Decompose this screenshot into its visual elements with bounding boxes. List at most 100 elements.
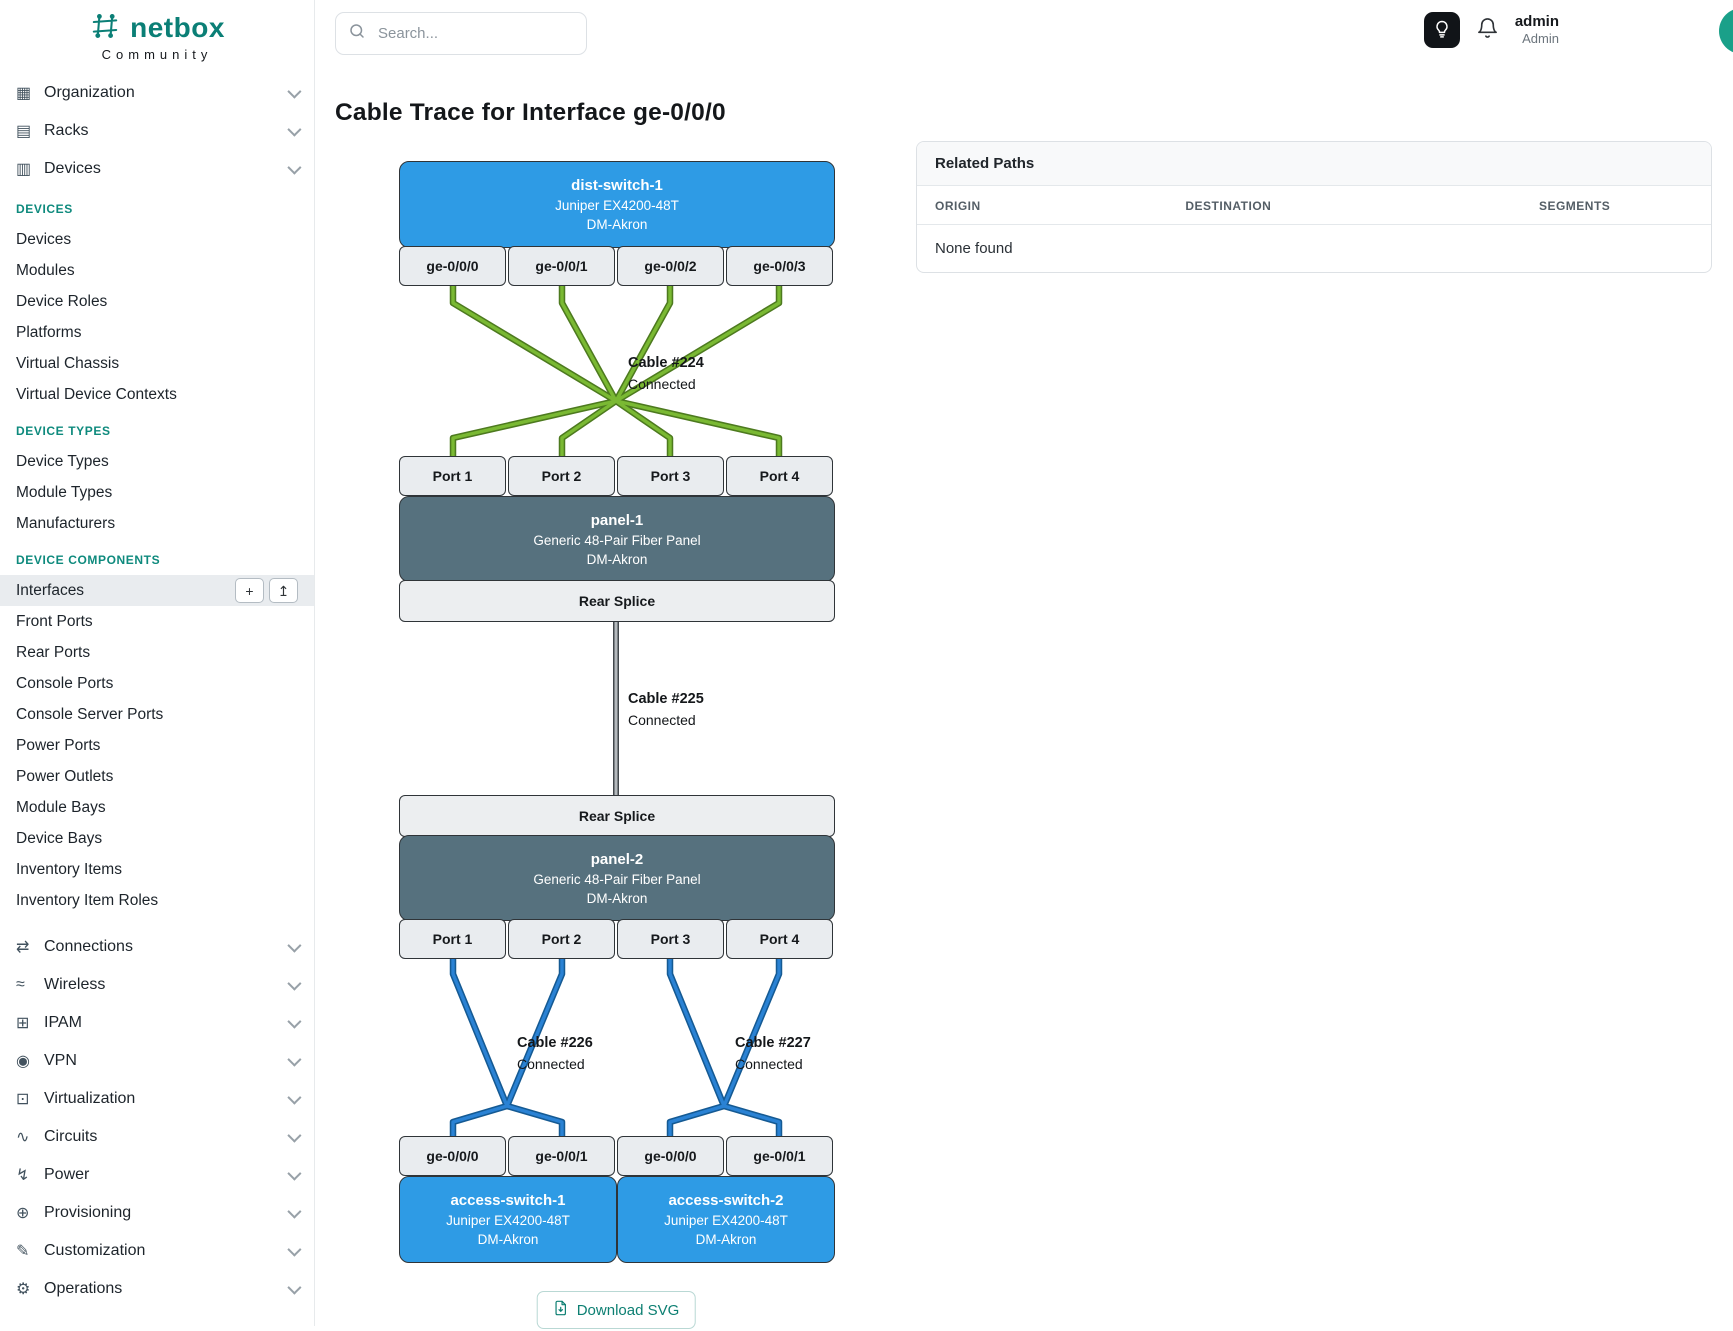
sidebar-item-power-ports[interactable]: Power Ports	[16, 736, 101, 754]
sidebar-group-virtualization[interactable]: ⊡ Virtualization	[0, 1080, 314, 1118]
front-port-box[interactable]: Port 4	[726, 456, 833, 496]
search-input[interactable]	[376, 24, 574, 43]
sidebar-group-connections[interactable]: ⇄ Connections	[0, 928, 314, 966]
related-paths-header-row: ORIGIN DESTINATION SEGMENTS	[917, 186, 1711, 225]
device-node-access-switch-2[interactable]: access-switch-2 Juniper EX4200-48T DM-Ak…	[617, 1176, 835, 1263]
sidebar-group-circuits[interactable]: ∿ Circuits	[0, 1118, 314, 1156]
sidebar-group-ipam[interactable]: ⊞ IPAM	[0, 1004, 314, 1042]
sidebar-group-label: Organization	[44, 84, 135, 101]
device-model: Generic 48-Pair Fiber Panel	[533, 532, 701, 548]
chevron-down-icon	[287, 938, 302, 953]
notifications-button[interactable]	[1476, 17, 1499, 43]
avatar[interactable]	[1719, 8, 1733, 54]
sidebar-group-label: VPN	[44, 1052, 77, 1069]
circuits-icon: ∿	[16, 1129, 30, 1146]
sidebar-item-virtual-device-contexts[interactable]: Virtual Device Contexts	[16, 385, 177, 403]
sidebar-item-module-bays[interactable]: Module Bays	[16, 798, 106, 816]
sidebar-group-racks[interactable]: ▤ Racks	[0, 112, 314, 150]
front-port-box[interactable]: Port 3	[617, 456, 724, 496]
sidebar-group-operations[interactable]: ⚙ Operations	[0, 1270, 314, 1308]
topbar: admin Admin	[315, 0, 1733, 65]
interface-box[interactable]: ge-0/0/0	[399, 1136, 506, 1176]
dark-mode-toggle-button[interactable]	[1423, 12, 1460, 48]
panel-2-rear-splice[interactable]: Rear Splice	[399, 795, 835, 837]
plus-icon: +	[245, 582, 254, 599]
search-box[interactable]	[335, 12, 587, 55]
sidebar-item-inventory-items[interactable]: Inventory Items	[16, 860, 122, 878]
sidebar-group-label: Racks	[44, 122, 89, 139]
device-node-panel-2[interactable]: panel-2 Generic 48-Pair Fiber Panel DM-A…	[399, 835, 835, 921]
column-header-destination: DESTINATION	[1185, 199, 1272, 213]
sidebar-item-inventory-item-roles[interactable]: Inventory Item Roles	[16, 891, 159, 909]
wireless-icon: ≈	[16, 976, 25, 993]
device-node-dist-switch-1[interactable]: dist-switch-1 Juniper EX4200-48T DM-Akro…	[399, 161, 835, 248]
chevron-down-icon	[287, 976, 302, 991]
power-icon: ↯	[16, 1167, 30, 1184]
front-port-box[interactable]: Port 1	[399, 919, 506, 959]
sidebar-item-power-outlets[interactable]: Power Outlets	[16, 767, 114, 785]
device-model: Juniper EX4200-48T	[446, 1213, 570, 1228]
sidebar-item-interfaces[interactable]: Interfaces + ↥	[0, 575, 314, 606]
sidebar: netbox Community ▦ Organization ▤ Racks …	[0, 0, 315, 1326]
download-svg-button[interactable]: Download SVG	[536, 1291, 696, 1329]
sidebar-item-modules[interactable]: Modules	[16, 261, 75, 279]
interface-box[interactable]: ge-0/0/1	[508, 1136, 615, 1176]
provisioning-icon: ⊕	[16, 1205, 30, 1222]
sidebar-item-console-ports[interactable]: Console Ports	[16, 674, 114, 692]
sidebar-group-customization[interactable]: ✎ Customization	[0, 1232, 314, 1270]
column-header-origin: ORIGIN	[935, 199, 981, 213]
interface-box[interactable]: ge-0/0/1	[508, 246, 615, 286]
search-icon	[348, 22, 366, 45]
sidebar-group-provisioning[interactable]: ⊕ Provisioning	[0, 1194, 314, 1232]
cable-status: Connected	[628, 376, 696, 392]
sidebar-item-device-types[interactable]: Device Types	[16, 452, 109, 470]
netbox-logo[interactable]: netbox Community	[0, 10, 314, 62]
cable-paths-svg	[449, 286, 783, 1136]
lightbulb-icon	[1432, 19, 1452, 42]
sidebar-group-vpn[interactable]: ◉ VPN	[0, 1042, 314, 1080]
sidebar-item-front-ports[interactable]: Front Ports	[16, 612, 93, 630]
sidebar-item-rear-ports[interactable]: Rear Ports	[16, 643, 91, 661]
device-node-access-switch-1[interactable]: access-switch-1 Juniper EX4200-48T DM-Ak…	[399, 1176, 617, 1263]
front-port-box[interactable]: Port 3	[617, 919, 724, 959]
sidebar-item-platforms[interactable]: Platforms	[16, 323, 82, 341]
sidebar-item-device-roles[interactable]: Device Roles	[16, 292, 108, 310]
page-title: Cable Trace for Interface ge-0/0/0	[335, 99, 726, 126]
user-menu[interactable]: admin Admin	[1515, 13, 1559, 48]
devices-icon: ▥	[16, 161, 32, 178]
front-port-box[interactable]: Port 2	[508, 919, 615, 959]
cable-226-label[interactable]: Cable #226 Connected	[517, 1033, 593, 1075]
front-port-box[interactable]: Port 1	[399, 456, 506, 496]
dist-switch-interfaces: ge-0/0/0 ge-0/0/1 ge-0/0/2 ge-0/0/3	[399, 246, 833, 286]
device-node-panel-1[interactable]: panel-1 Generic 48-Pair Fiber Panel DM-A…	[399, 496, 835, 582]
interface-box[interactable]: ge-0/0/3	[726, 246, 833, 286]
sidebar-group-organization[interactable]: ▦ Organization	[0, 74, 314, 112]
sidebar-item-manufacturers[interactable]: Manufacturers	[16, 514, 116, 532]
cable-227-label[interactable]: Cable #227 Connected	[735, 1033, 811, 1075]
cable-224-label[interactable]: Cable #224 Connected	[628, 353, 704, 395]
front-port-box[interactable]: Port 4	[726, 919, 833, 959]
interface-box[interactable]: ge-0/0/2	[617, 246, 724, 286]
sidebar-item-module-types[interactable]: Module Types	[16, 483, 113, 501]
sidebar-item-device-bays[interactable]: Device Bays	[16, 829, 103, 847]
cable-225-label[interactable]: Cable #225 Connected	[628, 689, 704, 731]
sidebar-item-devices[interactable]: Devices	[16, 230, 72, 248]
sidebar-item-console-server-ports[interactable]: Console Server Ports	[16, 705, 164, 723]
add-interface-button[interactable]: +	[235, 578, 264, 603]
cable-name: Cable #224	[628, 355, 704, 371]
sidebar-group-devices[interactable]: ▥ Devices	[0, 150, 314, 188]
sidebar-group-label: IPAM	[44, 1014, 82, 1031]
chevron-down-icon	[287, 122, 302, 137]
panel-1-rear-splice[interactable]: Rear Splice	[399, 580, 835, 622]
sidebar-group-power[interactable]: ↯ Power	[0, 1156, 314, 1194]
bell-icon	[1476, 17, 1499, 43]
interface-box[interactable]: ge-0/0/0	[399, 246, 506, 286]
interface-box[interactable]: ge-0/0/0	[617, 1136, 724, 1176]
sidebar-group-wireless[interactable]: ≈ Wireless	[0, 966, 314, 1004]
device-site: DM-Akron	[695, 1232, 757, 1247]
sidebar-item-virtual-chassis[interactable]: Virtual Chassis	[16, 354, 120, 372]
front-port-box[interactable]: Port 2	[508, 456, 615, 496]
import-interfaces-button[interactable]: ↥	[269, 578, 298, 603]
interface-box[interactable]: ge-0/0/1	[726, 1136, 833, 1176]
chevron-down-icon	[287, 1242, 302, 1257]
